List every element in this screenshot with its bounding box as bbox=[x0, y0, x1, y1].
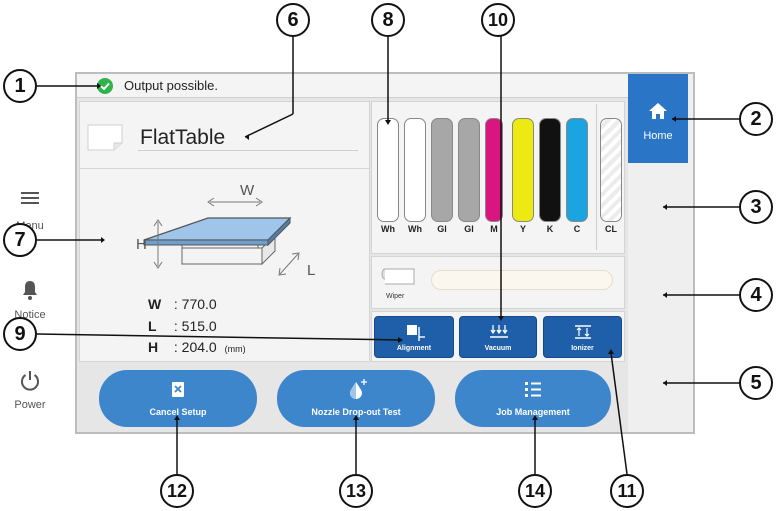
ink-label-y: Y bbox=[519, 224, 526, 234]
callout-3: 3 bbox=[739, 190, 773, 224]
ink-label-gl-2: Gl bbox=[464, 224, 474, 234]
callout-2: 2 bbox=[739, 102, 773, 136]
ink-label-m: M bbox=[490, 224, 498, 234]
callout-4: 4 bbox=[739, 278, 773, 312]
sheet-icon bbox=[87, 124, 123, 151]
callout-12: 12 bbox=[160, 474, 194, 508]
alignment-button[interactable]: Alignment bbox=[374, 316, 454, 358]
table-h-label: H bbox=[136, 236, 147, 253]
dimension-w-key: W bbox=[148, 296, 162, 312]
ink-label-gl-1: Gl bbox=[437, 224, 447, 234]
status-text: Output possible. bbox=[124, 78, 218, 93]
ionizer-button[interactable]: Ionizer bbox=[543, 316, 622, 358]
job-management-label: Job Management bbox=[496, 407, 570, 417]
callout-14: 14 bbox=[518, 474, 552, 508]
dimension-w-value: : 770.0 bbox=[173, 296, 217, 312]
wiper-label: Wiper bbox=[386, 293, 405, 300]
ink-label-wh-2: Wh bbox=[408, 224, 422, 234]
job-management-icon bbox=[525, 382, 541, 397]
table-name-underline bbox=[138, 150, 358, 151]
ink-label-wh-1: Wh bbox=[381, 224, 395, 234]
callout-1: 1 bbox=[3, 69, 37, 103]
wiper-level-bar bbox=[431, 270, 613, 290]
nav-power[interactable]: Power bbox=[0, 343, 65, 431]
alignment-icon bbox=[407, 325, 425, 341]
table-w-label: W bbox=[240, 182, 255, 199]
ink-cartridge-gl-2 bbox=[458, 118, 480, 222]
ink-cartridge-wh-2 bbox=[404, 118, 426, 222]
nozzle-test-label: Nozzle Drop-out Test bbox=[311, 407, 401, 417]
dimension-unit: (mm) bbox=[224, 344, 246, 354]
ink-label-c: C bbox=[573, 224, 581, 234]
nav-power-label: Power bbox=[14, 399, 46, 411]
callout-9: 9 bbox=[3, 317, 37, 351]
power-icon bbox=[21, 371, 39, 391]
dimension-h: H : 204.0 (mm) bbox=[148, 339, 246, 355]
table-name-row[interactable]: FlatTable bbox=[80, 102, 369, 169]
dimension-l-value: : 515.0 bbox=[173, 318, 217, 334]
table-l-label: L bbox=[307, 262, 316, 279]
alignment-label: Alignment bbox=[396, 345, 432, 352]
home-icon bbox=[649, 103, 667, 119]
vacuum-icon bbox=[490, 325, 508, 338]
ink-cartridge-cl bbox=[600, 118, 622, 222]
callout-11: 11 bbox=[610, 474, 644, 508]
cancel-setup-icon bbox=[172, 382, 184, 397]
ionizer-icon bbox=[575, 325, 591, 339]
callout-7: 7 bbox=[3, 223, 37, 257]
ink-label-k: K bbox=[546, 224, 554, 234]
callout-8: 8 bbox=[371, 3, 405, 37]
nav-home-label: Home bbox=[643, 130, 673, 142]
vacuum-button[interactable]: Vacuum bbox=[459, 316, 537, 358]
bell-icon bbox=[23, 281, 37, 300]
cancel-setup-label: Cancel Setup bbox=[149, 407, 207, 417]
dimension-l-key: L bbox=[148, 318, 157, 334]
callout-5: 5 bbox=[739, 366, 773, 400]
ink-cartridge-y bbox=[512, 118, 534, 222]
ink-divider bbox=[596, 104, 597, 250]
ink-label-cl: CL bbox=[605, 224, 617, 234]
vacuum-label: Vacuum bbox=[484, 345, 512, 352]
ink-cartridge-c bbox=[566, 118, 588, 222]
dimension-h-value: : 204.0 bbox=[173, 339, 217, 355]
status-bar: Output possible. bbox=[77, 74, 628, 98]
ink-cartridge-k bbox=[539, 118, 561, 222]
callout-10: 10 bbox=[481, 3, 515, 37]
table-name: FlatTable bbox=[140, 126, 226, 149]
table-illustration bbox=[143, 197, 300, 276]
wiper-icon bbox=[378, 266, 418, 288]
dimension-h-key: H bbox=[148, 339, 159, 355]
callout-13: 13 bbox=[339, 474, 373, 508]
ionizer-label: Ionizer bbox=[571, 345, 594, 352]
menu-icon bbox=[21, 192, 39, 204]
ink-cartridge-gl-1 bbox=[431, 118, 453, 222]
nozzle-test-icon bbox=[350, 379, 367, 399]
dimension-w: W : 770.0 bbox=[148, 296, 217, 312]
dimension-l: L : 515.0 bbox=[148, 318, 217, 334]
ink-cartridge-m bbox=[485, 118, 503, 222]
job-management-button[interactable]: Job Management bbox=[455, 370, 611, 427]
callout-6: 6 bbox=[276, 3, 310, 37]
status-ok-icon bbox=[97, 78, 113, 94]
